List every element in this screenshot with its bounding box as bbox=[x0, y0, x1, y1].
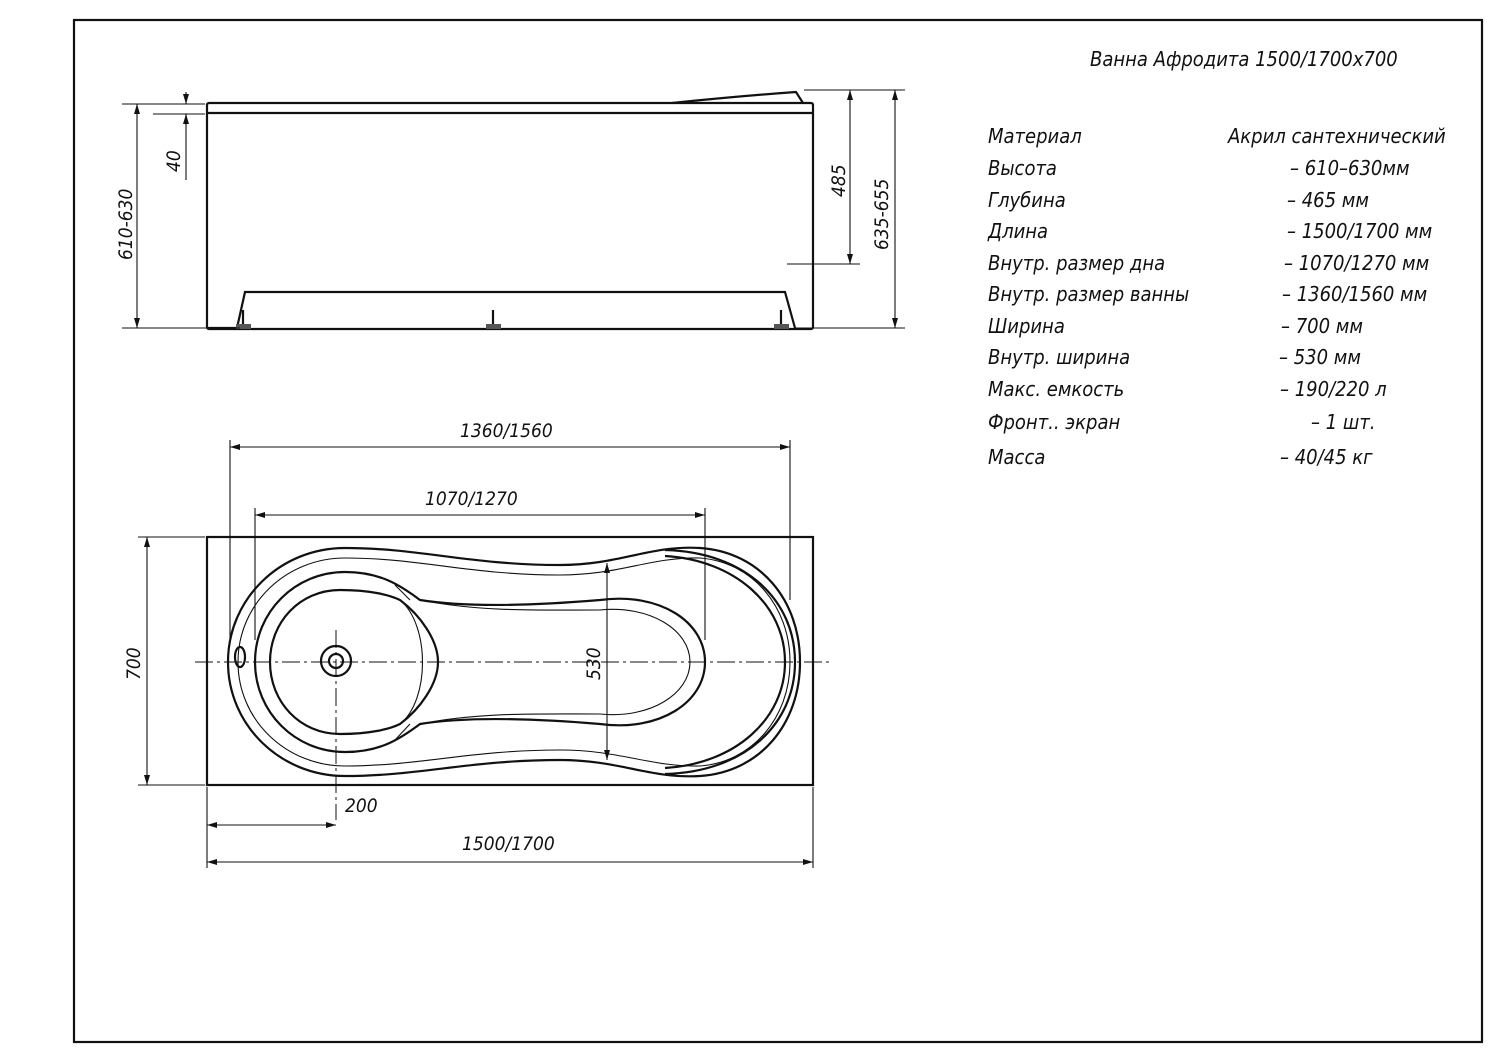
spec-label: Внутр. размер ванны bbox=[988, 282, 1189, 306]
spec-value: – 190/220 л bbox=[1280, 377, 1387, 401]
spec-value: – 610–630мм bbox=[1290, 156, 1410, 180]
spec-value: – 530 мм bbox=[1279, 345, 1361, 369]
dim-inner-width: 530 bbox=[583, 647, 605, 680]
dim-drain-offset: 200 bbox=[345, 795, 378, 817]
spec-label: Масса bbox=[988, 445, 1045, 469]
spec-value: – 1070/1270 мм bbox=[1284, 251, 1429, 275]
spec-label: Внутр. ширина bbox=[988, 345, 1130, 369]
dim-rim: 40 bbox=[163, 150, 185, 172]
spec-value: – 1500/1700 мм bbox=[1287, 219, 1432, 243]
spec-label: Высота bbox=[988, 156, 1057, 180]
dim-width: 700 bbox=[123, 647, 145, 680]
drawing-frame bbox=[72, 18, 1484, 1044]
top-view: 1360/1560 1070/1270 700 530 200 1500/170… bbox=[123, 420, 830, 868]
dim-inner-length: 1360/1560 bbox=[460, 420, 553, 442]
dim-bottom-length: 1070/1270 bbox=[425, 488, 518, 510]
side-view: 610-630 40 485 635-655 bbox=[115, 89, 905, 331]
dim-height: 610-630 bbox=[115, 188, 137, 260]
leg bbox=[236, 310, 789, 329]
spec-label: Фронт.. экран bbox=[988, 410, 1120, 434]
spec-label: Материал bbox=[988, 124, 1082, 148]
spec-label: Макс. емкость bbox=[988, 377, 1124, 401]
spec-value: – 40/45 кг bbox=[1280, 445, 1373, 469]
spec-value: Акрил сантехнический bbox=[1227, 124, 1446, 148]
spec-label: Ширина bbox=[988, 314, 1065, 338]
spec-table: Материал Акрил сантехнический Высота – 6… bbox=[987, 124, 1446, 469]
dim-length: 1500/1700 bbox=[462, 833, 555, 855]
spec-value: – 1360/1560 мм bbox=[1282, 282, 1427, 306]
dim-total-height: 635-655 bbox=[871, 179, 893, 250]
drawing-title: Ванна Афродита 1500/1700x700 bbox=[1090, 47, 1398, 71]
spec-value: – 1 шт. bbox=[1311, 410, 1376, 434]
spec-value: – 465 мм bbox=[1287, 188, 1369, 212]
spec-label: Глубина bbox=[988, 188, 1066, 212]
spec-label: Внутр. размер дна bbox=[988, 251, 1165, 275]
spec-label: Длина bbox=[987, 219, 1048, 243]
dim-depth: 485 bbox=[828, 164, 850, 197]
spec-value: – 700 мм bbox=[1281, 314, 1363, 338]
